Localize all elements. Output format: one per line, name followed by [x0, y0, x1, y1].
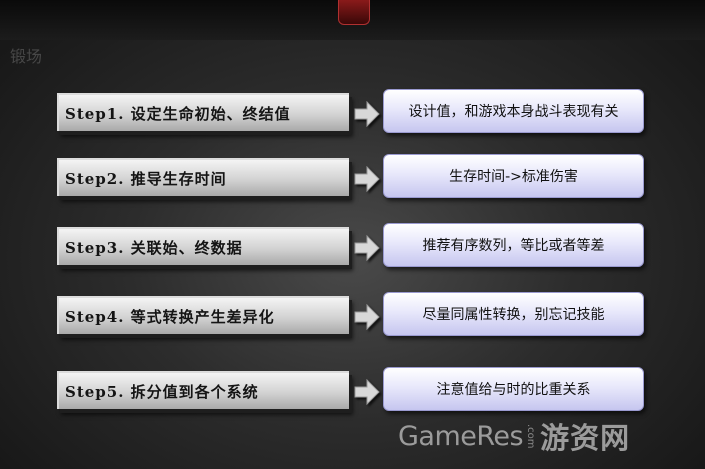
- step-2-box: Step2. 推导生存时间: [57, 158, 349, 196]
- arrow-right-icon: [354, 166, 380, 192]
- step-5-box: Step5. 拆分值到各个系统: [57, 371, 349, 409]
- background-calligraphy: 锻场: [10, 47, 43, 66]
- watermark-logo: GameRes .com 游资网: [398, 414, 630, 458]
- step-4-box: Step4. 等式转换产生差异化: [57, 296, 349, 334]
- step-3-result: 推荐有序数列，等比或者等差: [383, 223, 644, 267]
- arrow-right-icon: [354, 379, 380, 405]
- step-2-result: 生存时间->标准伤害: [383, 154, 644, 198]
- step-1-result: 设计值，和游戏本身战斗表现有关: [383, 89, 644, 133]
- step-row-3: Step3. 关联始、终数据 推荐有序数列，等比或者等差: [0, 223, 705, 277]
- watermark-cn-name: 游资网: [540, 421, 631, 455]
- watermark-domain: .com: [525, 423, 537, 449]
- step-4-result: 尽量同属性转换，别忘记技能: [383, 292, 644, 336]
- arrow-right-icon: [354, 101, 380, 127]
- step-row-5: Step5. 拆分值到各个系统 注意值给与时的比重关系: [0, 367, 705, 421]
- emblem-icon: [338, 0, 370, 25]
- step-5-result: 注意值给与时的比重关系: [383, 367, 644, 411]
- watermark-brand: GameRes: [398, 420, 524, 452]
- step-row-4: Step4. 等式转换产生差异化 尽量同属性转换，别忘记技能: [0, 292, 705, 346]
- step-row-1: Step1. 设定生命初始、终结值 设计值，和游戏本身战斗表现有关: [0, 89, 705, 143]
- arrow-right-icon: [354, 304, 380, 330]
- arrow-right-icon: [354, 235, 380, 261]
- step-row-2: Step2. 推导生存时间 生存时间->标准伤害: [0, 154, 705, 208]
- step-1-box: Step1. 设定生命初始、终结值: [57, 93, 349, 131]
- step-3-box: Step3. 关联始、终数据: [57, 227, 349, 265]
